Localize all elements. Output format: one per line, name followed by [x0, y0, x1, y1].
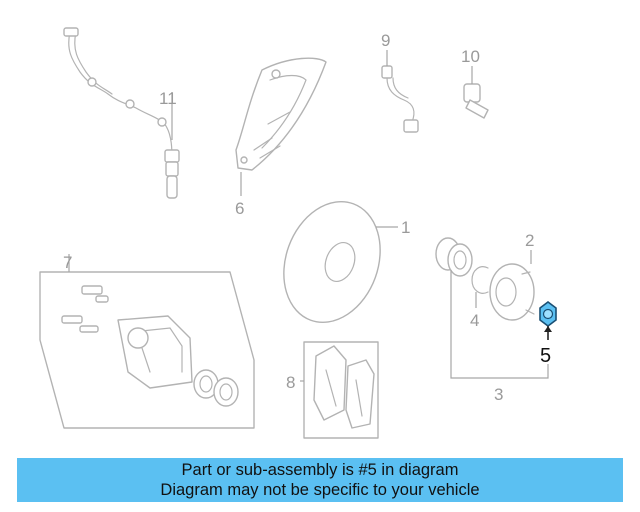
callout-11: 11: [159, 89, 177, 108]
callout-7: 7: [63, 253, 72, 272]
part-9-brake-hose[interactable]: [381, 65, 419, 133]
callout-4: 4: [470, 311, 479, 330]
part-4-snap-ring[interactable]: [471, 266, 489, 294]
callout-6: 6: [235, 199, 244, 218]
callout-8: 8: [286, 373, 295, 392]
part-1-brake-rotor[interactable]: [268, 188, 397, 336]
part-10-sensor[interactable]: [463, 83, 489, 119]
callout-5: 5: [540, 345, 551, 367]
info-banner: Part or sub-assembly is #5 in diagram Di…: [17, 458, 623, 502]
callout-10: 10: [461, 47, 480, 66]
callout-1: 1: [401, 218, 410, 237]
banner-line-2: Diagram may not be specific to your vehi…: [160, 481, 480, 499]
callout-3: 3: [494, 385, 503, 404]
part-8-brake-pads[interactable]: [303, 341, 379, 439]
banner-line-1: Part or sub-assembly is #5 in diagram: [181, 461, 459, 479]
part-7-caliper-assembly[interactable]: [39, 271, 255, 429]
part-2-wheel-hub[interactable]: [489, 263, 535, 321]
callout-2: 2: [525, 231, 534, 250]
part-5-hub-nut[interactable]: [539, 301, 557, 327]
part-3-wheel-bearing[interactable]: [435, 237, 473, 277]
callout-9: 9: [381, 31, 390, 50]
parts-diagram: 11 6 9 10 1 2: [39, 27, 557, 439]
part-11-abs-sensor-wire[interactable]: [63, 27, 180, 199]
part-6-dust-shield[interactable]: [235, 57, 327, 171]
